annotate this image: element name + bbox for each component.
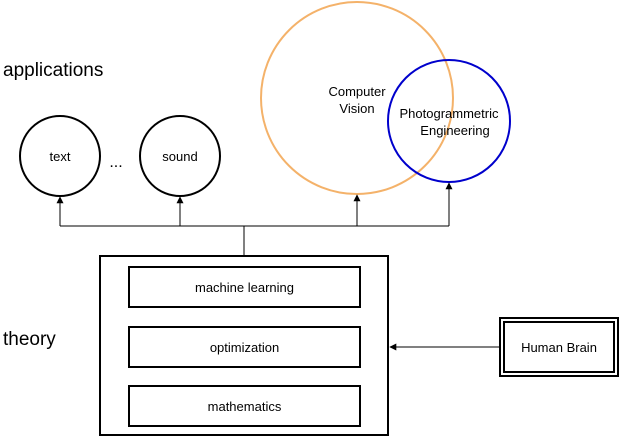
mathematics-label: mathematics <box>208 399 282 414</box>
photogrammetric-engineering-circle <box>387 59 511 183</box>
human-brain-box-inner <box>503 321 615 373</box>
computer-vision-circle <box>260 1 454 195</box>
sound-circle <box>139 115 221 197</box>
mathematics-box <box>128 385 361 427</box>
machine-learning-label: machine learning <box>195 280 294 295</box>
text-circle <box>19 115 101 197</box>
optimization-box <box>128 326 361 368</box>
theory-to-apps-connector <box>56 182 453 256</box>
ellipsis: ... <box>109 154 122 171</box>
sound-app-label: sound <box>162 149 197 164</box>
computer-vision-label-2: Vision <box>339 101 374 116</box>
theory-label: theory <box>3 329 56 350</box>
machine-learning-box <box>128 266 361 308</box>
computer-vision-label-1: Computer <box>328 84 386 99</box>
photogrammetric-label-2: Engineering <box>420 123 489 138</box>
human-brain-label: Human Brain <box>521 340 597 355</box>
applications-label: applications <box>3 60 103 81</box>
text-app-label: text <box>50 149 71 164</box>
human-brain-box-outer <box>499 317 619 377</box>
optimization-label: optimization <box>210 340 279 355</box>
photogrammetric-label-1: Photogrammetric <box>400 106 499 121</box>
